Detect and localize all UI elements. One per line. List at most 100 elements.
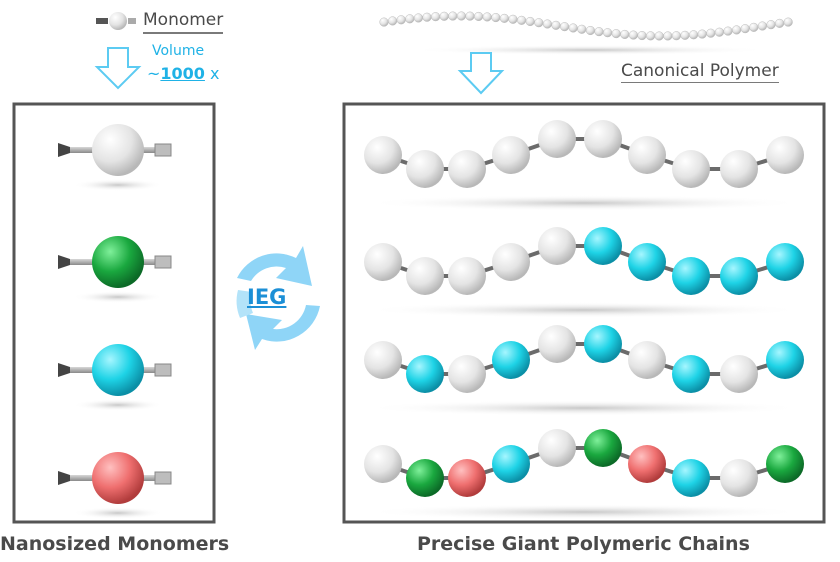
small-bead	[577, 24, 587, 34]
small-bead	[517, 15, 527, 25]
small-bead	[628, 30, 638, 40]
small-bead	[534, 18, 544, 28]
volume-value: 1000	[160, 64, 205, 83]
monomer-bead	[92, 452, 144, 504]
small-bead	[757, 21, 767, 31]
bead-white	[538, 227, 576, 265]
monomer-shadow	[73, 291, 163, 303]
canonical-polymer-label: Canonical Polymer	[621, 61, 779, 83]
bead-green	[766, 445, 804, 483]
bead-white	[720, 459, 758, 497]
chain-shadow	[410, 45, 770, 55]
bead-white	[448, 355, 486, 393]
small-bead	[732, 25, 742, 35]
bead-cyan	[672, 459, 710, 497]
precise-chains-caption: Precise Giant Polymeric Chains	[417, 533, 750, 555]
monomer-white	[58, 124, 172, 191]
small-bead	[637, 30, 647, 41]
bead-white	[628, 341, 666, 379]
chains-box	[342, 102, 826, 524]
small-bead	[775, 18, 785, 28]
right-end-cap	[154, 471, 172, 485]
polymer-chain	[364, 325, 804, 416]
small-bead	[499, 13, 509, 23]
monomer-shadow	[73, 399, 163, 411]
monomer-label: Monomer	[143, 10, 224, 34]
small-bead	[611, 29, 621, 39]
small-bead	[465, 11, 475, 21]
volume-factor: ~1000 x	[147, 64, 220, 83]
small-bead	[525, 16, 535, 27]
monomer-red	[58, 452, 172, 519]
bead-white	[364, 136, 402, 174]
bead-cyan	[672, 355, 710, 393]
small-bead	[749, 22, 759, 32]
right-end-cap	[154, 143, 172, 157]
down-arrow-icon	[457, 52, 505, 95]
bead-green	[406, 459, 444, 497]
monomer-green	[58, 236, 172, 303]
chain-shadow	[364, 400, 804, 416]
bead-white	[672, 150, 710, 188]
bead-white	[538, 429, 576, 467]
polymer-chain	[364, 227, 804, 318]
small-bead	[474, 11, 484, 21]
small-bead	[766, 20, 776, 30]
nanosized-monomers-caption: Nanosized Monomers	[0, 533, 230, 555]
small-bead	[482, 12, 492, 22]
bead-white	[628, 136, 666, 174]
chain-shadow	[364, 302, 804, 318]
bead-white	[538, 325, 576, 363]
small-bead	[551, 20, 561, 30]
bead-white	[448, 150, 486, 188]
volume-prefix: ~	[147, 64, 161, 83]
bead-cyan	[584, 227, 622, 265]
bead-white	[492, 136, 530, 174]
small-monomer-icon	[96, 12, 136, 30]
small-bead	[568, 23, 578, 33]
volume-label: Volume	[152, 43, 205, 59]
chain-list	[364, 120, 804, 520]
bead-red	[628, 445, 666, 483]
small-bead	[714, 27, 724, 37]
bead-cyan	[766, 243, 804, 281]
small-bead	[422, 12, 432, 22]
bead-white	[406, 257, 444, 295]
small-bead	[740, 24, 750, 34]
small-bead	[396, 15, 406, 25]
down-arrow-icon	[94, 47, 142, 90]
bead-cyan	[766, 341, 804, 379]
bead-white	[364, 341, 402, 379]
small-bead	[620, 29, 630, 39]
bead-green	[584, 429, 622, 467]
bead-cyan	[492, 445, 530, 483]
polymer-chain	[364, 120, 804, 211]
small-bead	[594, 27, 604, 37]
small-bead	[431, 12, 441, 22]
monomer-shadow	[73, 507, 163, 519]
bead-white	[720, 150, 758, 188]
small-bead	[448, 11, 458, 21]
small-bead	[680, 30, 690, 40]
bead-cyan	[672, 257, 710, 295]
chain-shadow	[364, 195, 804, 211]
right-end-cap	[154, 255, 172, 269]
small-bead	[723, 26, 733, 36]
small-bead	[646, 31, 656, 41]
bead-cyan	[584, 325, 622, 363]
small-bead	[379, 17, 389, 27]
monomer-list	[58, 124, 172, 519]
bead-white	[538, 120, 576, 158]
small-bead	[439, 11, 449, 21]
small-bead	[560, 22, 570, 32]
small-bead	[663, 31, 673, 41]
small-bead	[706, 28, 716, 38]
chain-shadow	[364, 504, 804, 520]
bead-white	[720, 355, 758, 393]
monomer-cyan	[58, 344, 172, 411]
monomer-bead	[92, 124, 144, 176]
left-end-cap	[58, 471, 70, 485]
monomer-shadow	[73, 179, 163, 191]
small-bead	[491, 13, 501, 23]
left-end-cap	[58, 143, 70, 157]
